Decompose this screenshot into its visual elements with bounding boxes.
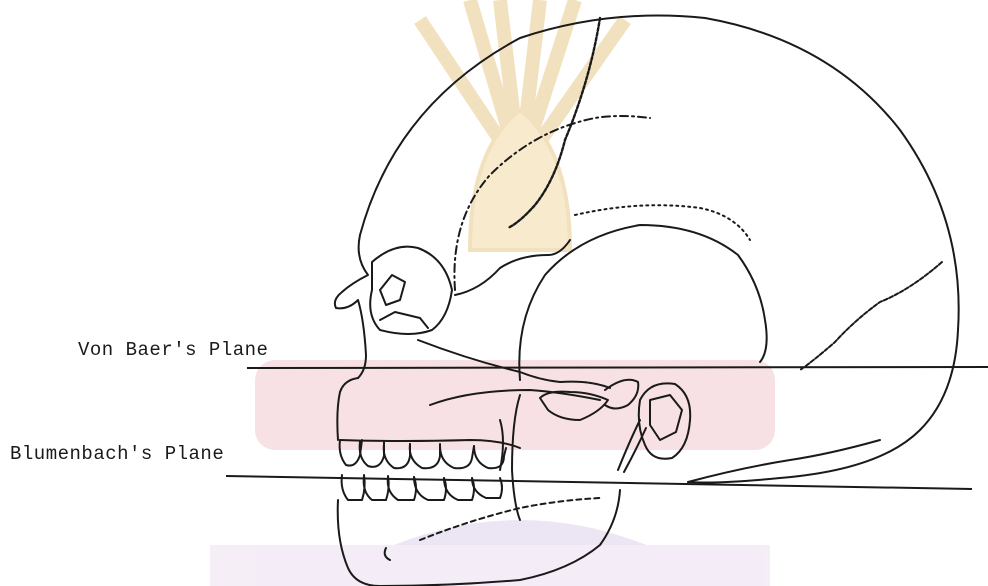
orbit-inner-detail [380,275,405,305]
blumenbach-plane-label: Blumenbach's Plane [10,443,224,465]
von-baer-plane-label: Von Baer's Plane [78,339,268,361]
orbit-outline [370,247,452,334]
frontal-face-outline [335,235,368,378]
watermark-base [255,360,775,450]
von-baer-plane-line [247,367,988,368]
orbit-lower-detail [380,312,428,328]
lambdoid-suture [800,262,942,370]
skull-outline [335,16,959,586]
watermark-text-band [210,545,770,586]
blumenbach-plane-line [226,476,972,489]
